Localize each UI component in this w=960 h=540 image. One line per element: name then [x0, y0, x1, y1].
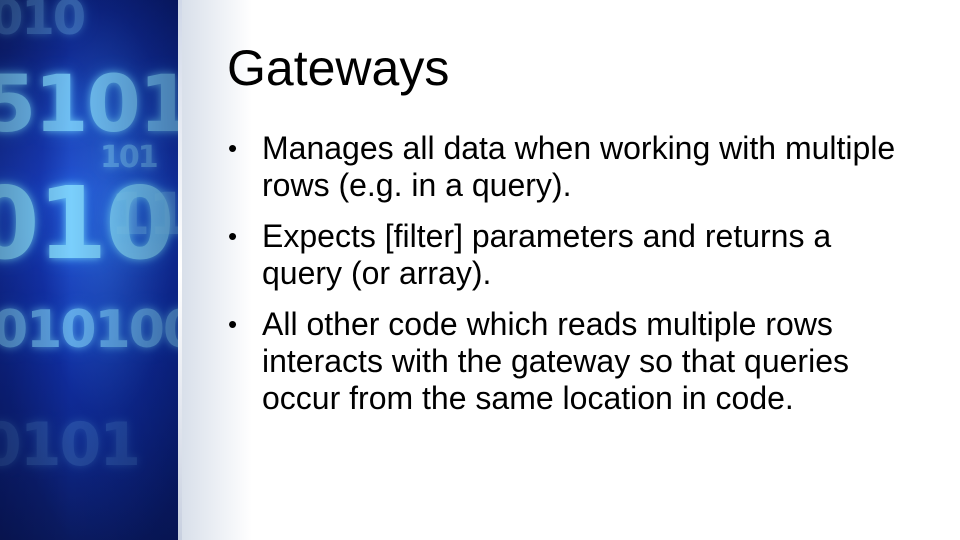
- image-shading: [0, 0, 178, 540]
- bullet-text: Manages all data when working with multi…: [262, 130, 896, 203]
- bullet-text: All other code which reads multiple rows…: [262, 306, 849, 416]
- bullet-icon: •: [228, 221, 238, 251]
- binary-digits: 010: [0, 0, 86, 46]
- bullet-list: • Manages all data when working with mul…: [226, 130, 916, 431]
- bullet-item: • All other code which reads multiple ro…: [226, 306, 916, 417]
- binary-digits: 101: [100, 140, 159, 175]
- binary-digits: 111: [110, 180, 178, 248]
- binary-digits: 010: [0, 165, 175, 282]
- panel-shadow: [182, 0, 252, 540]
- binary-digits: 0101000: [0, 300, 178, 360]
- binary-digits: 510100: [0, 60, 178, 150]
- slide-title: Gateways: [227, 40, 450, 96]
- bullet-item: • Manages all data when working with mul…: [226, 130, 916, 204]
- panel-divider: [178, 0, 182, 540]
- bullet-icon: •: [228, 309, 238, 339]
- binary-code-image: 010 510100 101 010 111 0101000 0101: [0, 0, 178, 540]
- bullet-item: • Expects [filter] parameters and return…: [226, 218, 916, 292]
- bullet-icon: •: [228, 133, 238, 163]
- bullet-text: Expects [filter] parameters and returns …: [262, 218, 832, 291]
- binary-digits: 0101: [0, 410, 141, 480]
